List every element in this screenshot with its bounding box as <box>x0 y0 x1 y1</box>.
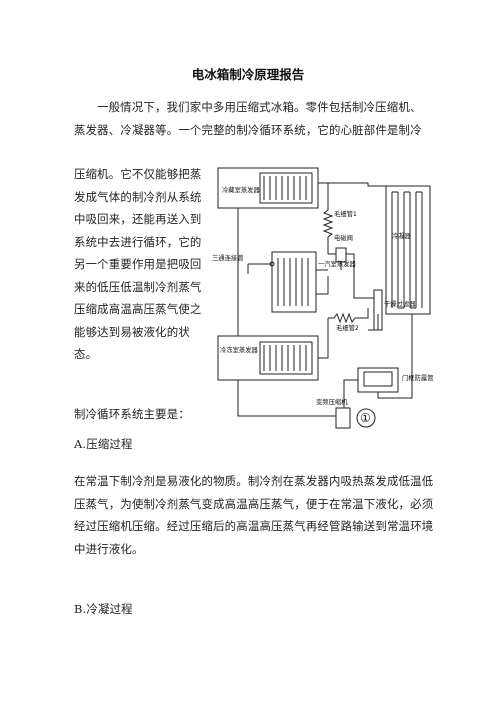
label-zone-evaporator: 一汽室蒸发器 <box>318 259 356 268</box>
compressor-marker-circle <box>356 408 376 428</box>
label-capillary-2: 毛细管2 <box>336 323 359 332</box>
label-condenser: 冷凝器 <box>392 231 412 240</box>
list-intro: 制冷循环系统主要是： <box>74 407 190 421</box>
compressor-body <box>335 407 351 429</box>
page-title: 电冰箱制冷原理报告 <box>191 67 305 82</box>
fridge-evaporator-box <box>217 167 319 209</box>
label-marker-1: ① <box>360 411 371 425</box>
label-fridge-evaporator: 冷藏室蒸发器 <box>222 185 260 194</box>
intro-paragraph-continued: 压缩机。它不仅能够把蒸发成气体的制冷剂从系统中吸回来，还能再送入到系统中去进行循… <box>74 167 202 361</box>
label-compressor: 变频压缩机 <box>316 397 348 406</box>
refrigeration-cycle-diagram: 冷藏室蒸发器 毛细管1 电磁阀 冷凝器 三通连接管 一汽室蒸发器 毛细管2 干燥… <box>212 167 433 429</box>
label-solenoid-valve: 电磁阀 <box>334 233 353 242</box>
section-a-paragraph: 在常温下制冷剂是易液化的物质。制冷剂在蒸发器内吸热蒸发成低温低压蒸气，为使制冷剂… <box>74 474 434 556</box>
condenser-box <box>385 185 431 315</box>
zone-evaporator-box <box>271 251 317 313</box>
label-dryer-filter: 干燥过滤器 <box>384 299 416 308</box>
label-freezer-evaporator: 冷冻室蒸发器 <box>220 345 258 354</box>
section-a-heading: A.压缩过程 <box>74 437 133 451</box>
label-anti-dew-pipe: 门框防露管 <box>402 373 433 382</box>
label-capillary-1: 毛细管1 <box>334 209 357 218</box>
solenoid-valve <box>335 247 347 263</box>
section-b-heading: B.冷凝过程 <box>74 602 133 616</box>
freezer-evaporator-box <box>217 335 319 381</box>
label-three-way-pipe: 三通连接管 <box>212 253 243 262</box>
intro-paragraph: 一般情况下，我们家中多用压缩式冰箱。零件包括制冷压缩机、蒸发器、冷凝器等。一个完… <box>74 100 422 137</box>
